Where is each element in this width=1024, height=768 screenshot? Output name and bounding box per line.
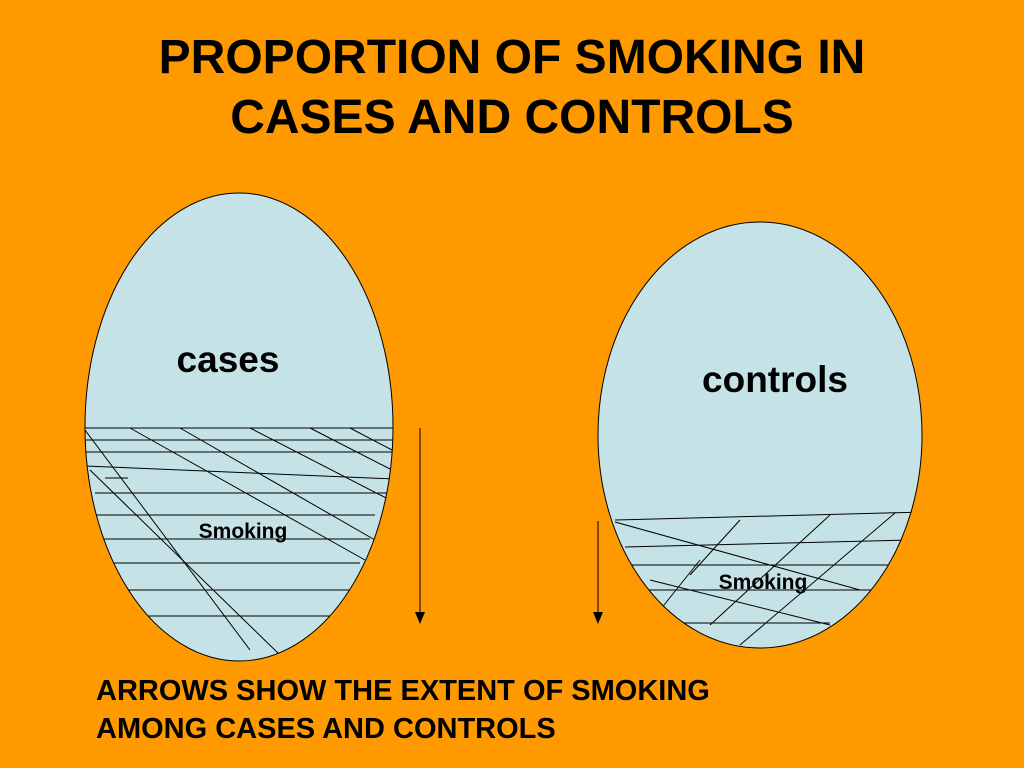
cases-label: cases [177,339,280,380]
cases-oval-group: cases Smoking [84,192,394,662]
cases-oval [84,192,394,662]
title-line-1: PROPORTION OF SMOKING IN [158,31,866,84]
controls-smoking-hatch [614,511,922,646]
controls-smoking-arrow [593,521,603,624]
controls-smoking-label: Smoking [719,571,808,594]
caption-line-2: AMONG CASES AND CONTROLS [96,713,556,745]
caption: ARROWS SHOW THE EXTENT OF SMOKING AMONG … [96,672,710,748]
title-line-2: CASES AND CONTROLS [230,91,794,144]
caption-line-1: ARROWS SHOW THE EXTENT OF SMOKING [96,675,710,707]
controls-label: controls [702,359,848,400]
controls-oval-group: controls Smoking [597,221,923,649]
cases-smoking-arrow [415,428,425,624]
cases-smoking-hatch [85,427,393,656]
slide-title: PROPORTION OF SMOKING IN CASES AND CONTR… [0,28,1024,148]
cases-smoking-label: Smoking [199,520,288,543]
